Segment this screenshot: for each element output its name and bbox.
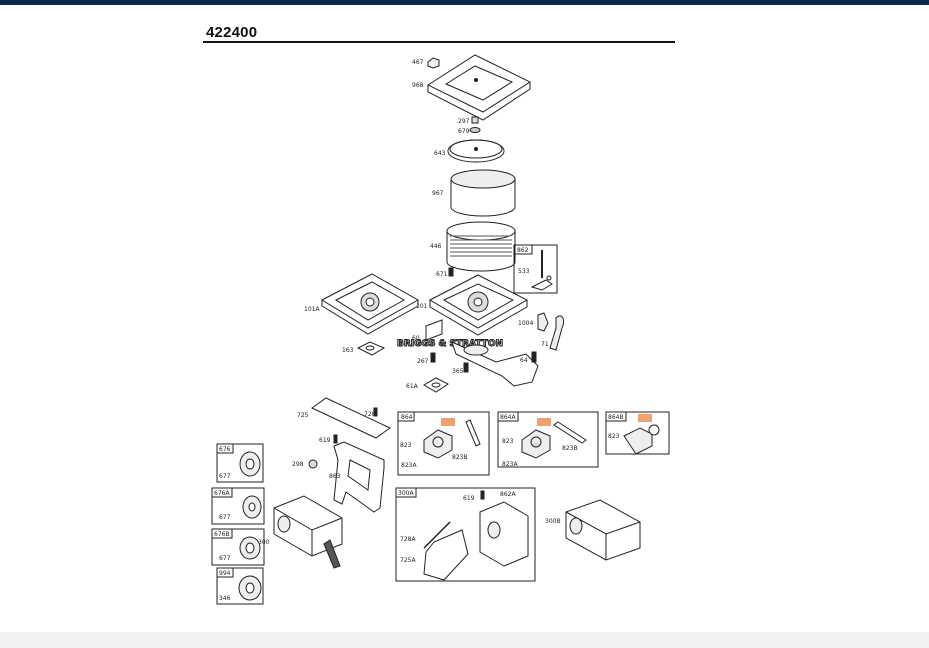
svg-text:643: 643 [434, 150, 446, 157]
inset-864[interactable]: 864 823 823A 823B [397, 411, 490, 476]
svg-text:864: 864 [401, 414, 413, 421]
inset-862[interactable]: 862 533 [513, 244, 558, 294]
part-365-screw[interactable]: 365 [452, 362, 469, 375]
svg-text:823: 823 [400, 442, 412, 449]
bottom-bar [0, 632, 929, 648]
diagram-title: 422400 [206, 24, 258, 41]
svg-text:728A: 728A [400, 536, 416, 543]
svg-text:446: 446 [430, 243, 442, 250]
inset-300A[interactable]: 300A 619 862A 728A 725A [395, 487, 536, 582]
svg-text:864B: 864B [608, 414, 624, 421]
part-725-shield[interactable]: 725 [297, 397, 391, 439]
svg-text:864A: 864A [500, 414, 516, 421]
part-671-screw[interactable]: 671 [436, 267, 454, 278]
svg-text:163: 163 [342, 347, 354, 354]
part-60-intake[interactable]: 60 [412, 319, 539, 387]
part-163-gasket[interactable]: 163 [342, 341, 386, 356]
svg-text:677: 677 [219, 514, 231, 521]
svg-text:671: 671 [436, 271, 448, 278]
svg-text:1004: 1004 [518, 320, 533, 327]
svg-text:725: 725 [297, 412, 309, 419]
svg-text:267: 267 [417, 358, 429, 365]
part-679-washer[interactable]: 679 [458, 127, 481, 136]
svg-text:64: 64 [520, 357, 528, 364]
inset-676B[interactable]: 676B 677 [211, 528, 265, 566]
part-64-screw[interactable]: 64 [520, 351, 537, 364]
inset-676[interactable]: 676 677 [216, 443, 264, 483]
part-967-precleaner[interactable]: 967 [432, 169, 516, 217]
inset-676A[interactable]: 676A 677 [211, 487, 265, 525]
part-1004-elbow[interactable]: 1004 [518, 312, 549, 332]
part-267-screw[interactable]: 267 [417, 352, 436, 365]
inset-864A[interactable]: 864A 823 823A 823B [497, 411, 599, 468]
inset-864B[interactable]: 864B 823 [605, 411, 670, 455]
svg-text:679: 679 [458, 128, 470, 135]
svg-text:862A: 862A [500, 491, 516, 498]
inset-994[interactable]: 994 346 [216, 567, 264, 605]
svg-text:300A: 300A [398, 490, 414, 497]
part-61A-gasket[interactable]: 61A [406, 377, 449, 393]
part-446-filter[interactable]: 446 [430, 221, 516, 272]
svg-text:823B: 823B [452, 454, 468, 461]
svg-text:968: 968 [412, 82, 424, 89]
svg-text:298: 298 [292, 461, 304, 468]
svg-text:728: 728 [364, 411, 376, 418]
part-298-nut[interactable]: 298 [292, 459, 318, 469]
part-467-knob[interactable]: 467 [412, 57, 440, 69]
svg-text:823A: 823A [401, 462, 417, 469]
svg-text:823B: 823B [562, 445, 578, 452]
svg-text:863: 863 [329, 473, 341, 480]
svg-text:619: 619 [463, 495, 475, 502]
svg-text:619: 619 [319, 437, 331, 444]
svg-text:71: 71 [541, 341, 549, 348]
svg-text:823A: 823A [502, 461, 518, 468]
part-300-muffler[interactable]: 300 [258, 495, 343, 569]
part-300B-muffler[interactable]: 300B [545, 499, 641, 561]
part-297-nut[interactable]: 297 [458, 116, 479, 125]
svg-text:300B: 300B [545, 518, 561, 525]
title-rule [203, 41, 675, 43]
svg-text:467: 467 [412, 59, 424, 66]
svg-text:677: 677 [219, 555, 231, 562]
part-101-base[interactable]: 101 [416, 274, 529, 336]
part-968-cover[interactable]: 968 [412, 54, 532, 121]
svg-text:297: 297 [458, 118, 470, 125]
watermark: BRIGGS & STRATTON [397, 339, 503, 349]
part-101A-base[interactable]: 101A [304, 273, 420, 335]
top-bar [0, 0, 929, 5]
svg-text:101: 101 [416, 303, 428, 310]
svg-text:676B: 676B [214, 531, 230, 538]
svg-text:725A: 725A [400, 557, 416, 564]
svg-text:365: 365 [452, 368, 464, 375]
svg-text:862: 862 [517, 247, 529, 254]
svg-text:676A: 676A [214, 490, 230, 497]
svg-text:61A: 61A [406, 383, 419, 390]
part-728-screw[interactable]: 728 [364, 407, 378, 418]
svg-text:101A: 101A [304, 306, 320, 313]
svg-text:994: 994 [219, 570, 231, 577]
svg-text:676: 676 [219, 446, 231, 453]
part-643-plate[interactable]: 643 [434, 139, 505, 163]
svg-text:533: 533 [518, 268, 530, 275]
svg-text:60: 60 [412, 335, 420, 342]
svg-text:823: 823 [502, 438, 514, 445]
svg-text:346: 346 [219, 595, 231, 602]
svg-text:823: 823 [608, 433, 620, 440]
part-619-screw[interactable]: 619 [319, 434, 338, 444]
part-863-bracket[interactable]: 863 [329, 441, 385, 513]
svg-text:677: 677 [219, 473, 231, 480]
part-71-tube[interactable]: 71 [541, 315, 565, 351]
svg-text:967: 967 [432, 190, 444, 197]
